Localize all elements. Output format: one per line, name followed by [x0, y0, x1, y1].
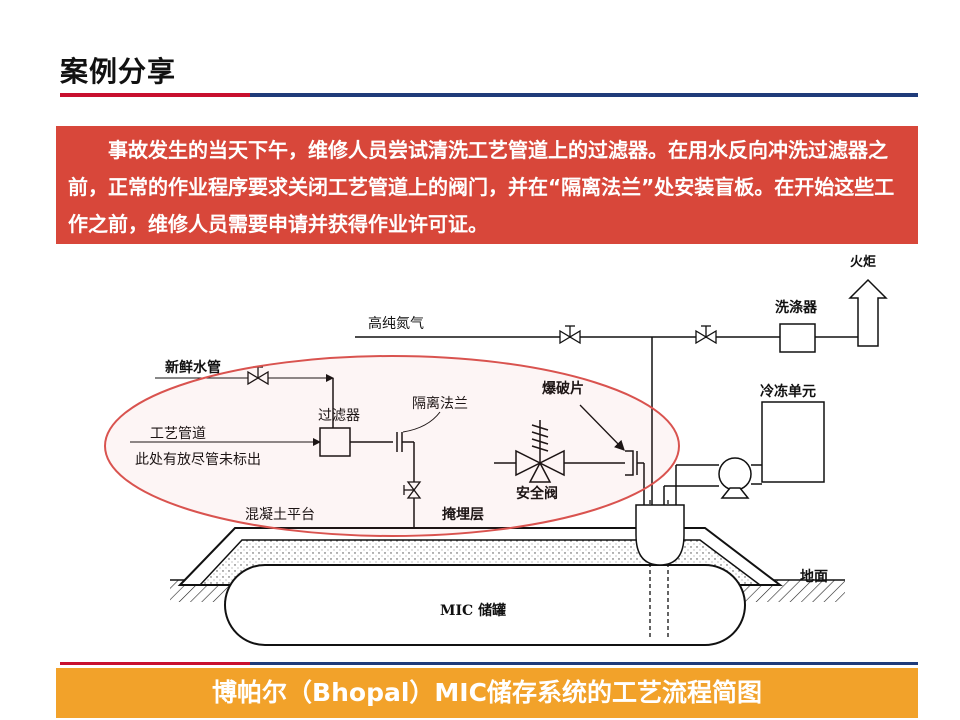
incident-callout: 事故发生的当天下午，维修人员尝试清洗工艺管道上的过滤器。在用水反向冲洗过滤器之前…	[56, 126, 918, 244]
scrubber-box	[779, 323, 816, 353]
fresh-water-line	[155, 374, 334, 428]
page-title: 案例分享	[60, 55, 177, 88]
highlight-ellipse	[104, 355, 680, 537]
isolation-flange-label: 隔离法兰	[412, 395, 468, 412]
scrubber-label: 洗涤器	[775, 299, 818, 316]
rupture-disk-pointer	[579, 404, 625, 451]
rupture-disk-label: 爆破片	[542, 380, 584, 397]
drain-note-label: 此处有放尽管未标出	[135, 452, 261, 468]
figure-caption: 博帕尔（Bhopal）MIC储存系统的工艺流程简图	[56, 668, 918, 718]
fresh-water-label: 新鲜水管	[165, 359, 221, 376]
process-pipe-label: 工艺管道	[150, 426, 206, 442]
flare-label: 火炬	[850, 255, 876, 270]
process-pipe-line	[130, 432, 415, 528]
safety-valve-icon	[494, 420, 565, 483]
ground-label: 地面	[800, 568, 828, 585]
nitrogen-label: 高纯氮气	[368, 315, 424, 332]
drain-valve-icon	[403, 481, 422, 499]
rupture-disk	[563, 450, 645, 505]
refrigeration-unit	[761, 401, 825, 483]
refrigeration-label: 冷冻单元	[760, 383, 816, 400]
tank-nozzle	[635, 504, 685, 566]
filter-label: 过滤器	[318, 408, 360, 424]
nitrogen-valve-1-icon	[559, 325, 581, 345]
mic-tank-label: MIC 储罐	[440, 602, 506, 619]
pump-icon	[663, 457, 762, 505]
nitrogen-valve-2-icon	[695, 325, 717, 345]
concrete-platform-label: 混凝土平台	[245, 507, 315, 523]
isolation-flange-pointer	[402, 411, 441, 433]
flare-arrow-icon	[848, 278, 888, 347]
burial-layer-label: 掩埋层	[442, 506, 484, 523]
safety-valve-label: 安全阀	[516, 485, 558, 502]
filter-box	[319, 427, 351, 457]
mic-tank	[224, 564, 746, 646]
